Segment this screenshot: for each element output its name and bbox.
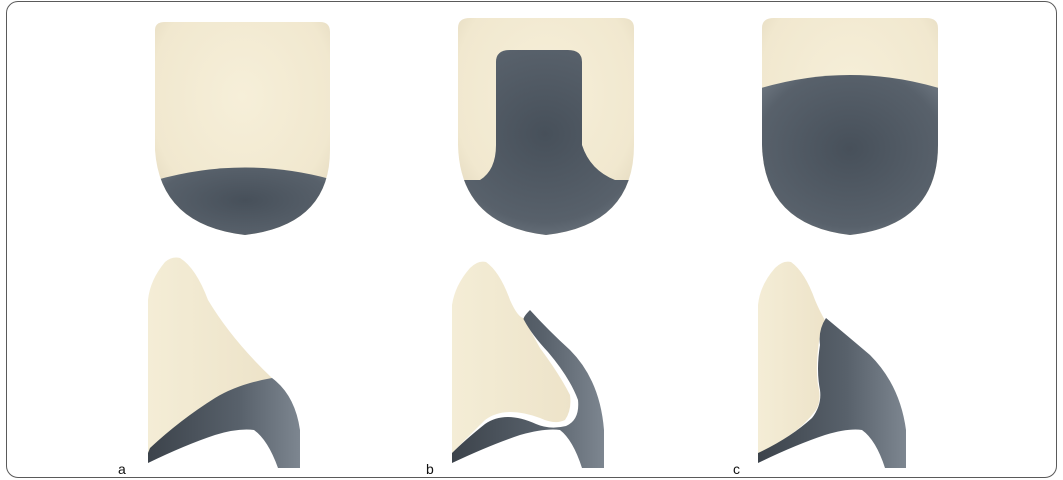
- panel-a-facial-metal: [140, 168, 350, 251]
- panel-a: a: [118, 22, 350, 477]
- panel-a-proximal-view: [148, 258, 300, 469]
- panel-c-proximal-view: [758, 262, 906, 468]
- panel-b-facial-view: [430, 18, 660, 260]
- panel-b-proximal-view: [452, 262, 604, 468]
- panel-b: b: [426, 18, 660, 477]
- panel-b-label: b: [426, 461, 434, 477]
- panel-c: c: [733, 18, 960, 477]
- panel-a-label: a: [118, 461, 126, 477]
- panel-c-facial-view: [740, 18, 960, 260]
- panel-c-label: c: [733, 461, 740, 477]
- panel-c-facial-metal: [740, 75, 960, 260]
- panel-a-facial-view: [140, 22, 350, 250]
